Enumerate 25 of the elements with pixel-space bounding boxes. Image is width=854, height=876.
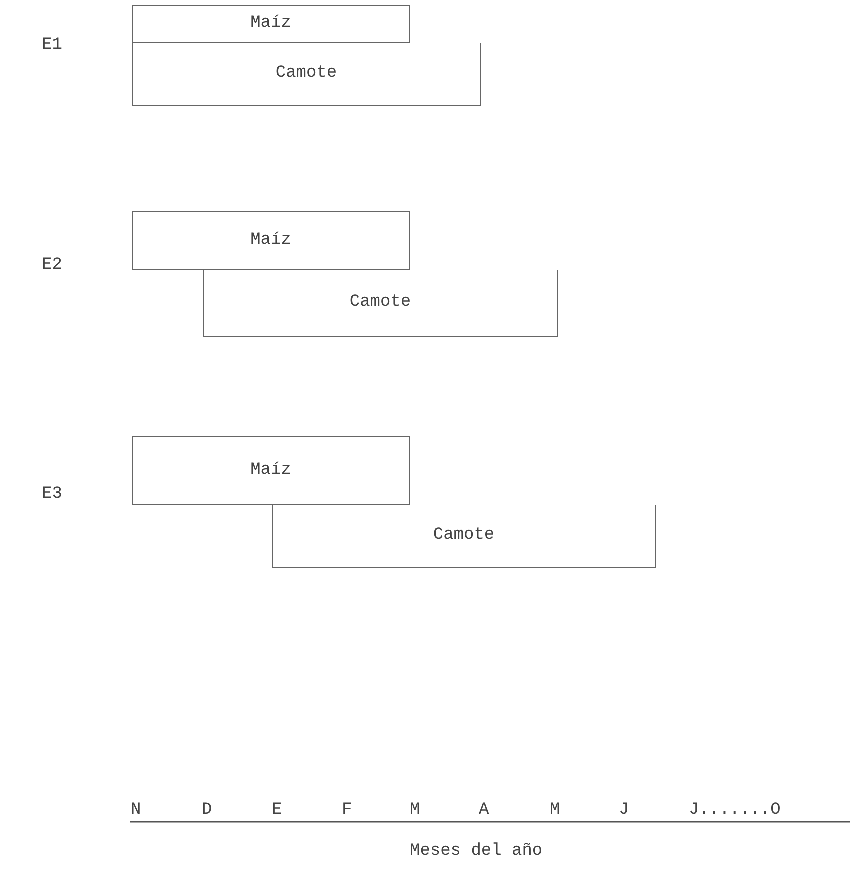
crop-bar (132, 436, 410, 505)
crop-name: Maíz (250, 460, 292, 482)
crop-bar (203, 270, 558, 337)
row-label: E1 (42, 36, 62, 56)
crop-bar (132, 211, 410, 270)
axis-title: Meses del año (410, 842, 543, 862)
month-label: D (202, 801, 212, 821)
month-label: E (272, 801, 282, 821)
crop-name: Camote (433, 525, 495, 548)
crop-bar (272, 505, 656, 568)
month-label: M (410, 801, 420, 821)
month-label: J (619, 801, 630, 821)
crop-bar (132, 43, 481, 106)
row-label: E3 (42, 485, 62, 505)
month-label: A (479, 801, 490, 821)
crop-bar (132, 5, 410, 43)
crop-name: Maíz (250, 230, 292, 252)
crop-name: Camote (276, 63, 338, 86)
month-label: N (131, 801, 142, 821)
crop-name: Maíz (250, 13, 292, 36)
row-label: E2 (42, 256, 62, 276)
month-label: F (342, 801, 352, 821)
month-label: M (550, 801, 560, 821)
crop-name: Camote (350, 292, 412, 314)
month-label: J.......O (689, 801, 781, 821)
